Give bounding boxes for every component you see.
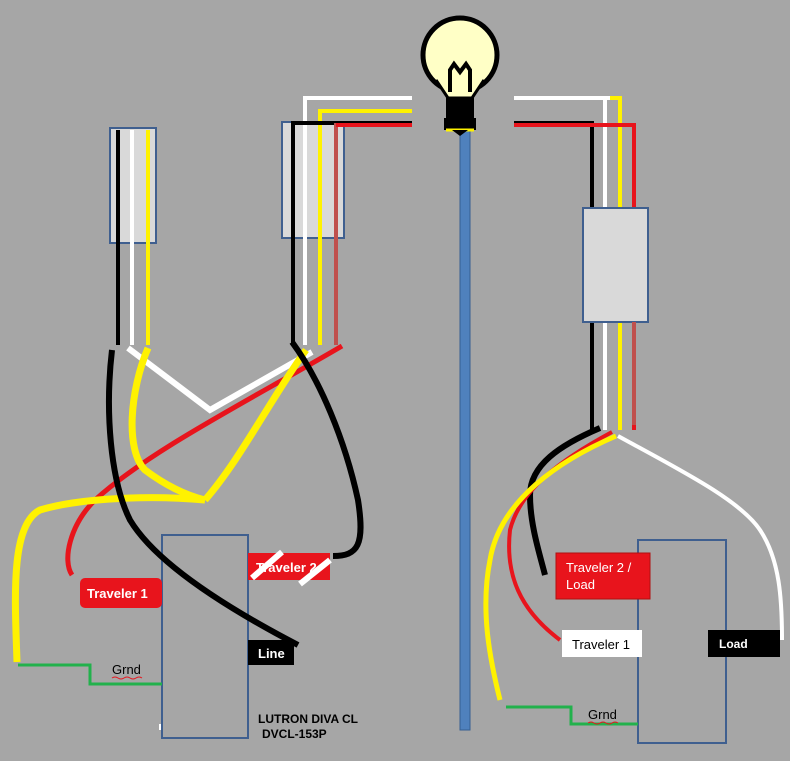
wire-white-splice (126, 345, 314, 414)
grnd-right-label: Grnd (588, 707, 617, 722)
switch-model-line1: LUTRON DIVA CL (258, 712, 358, 726)
traveler1-right-tag (562, 630, 642, 657)
stripe-1 (250, 549, 284, 581)
load-label: Load (719, 637, 748, 651)
wire-ground-right (506, 705, 638, 726)
wire-black-right-top (514, 121, 594, 430)
wire-white-to-bulb (303, 96, 412, 345)
switch-body-left (161, 534, 249, 739)
wire-yellow-to-left-edge (11, 494, 206, 663)
wire-yellow-to-bulb (318, 109, 412, 345)
grnd-left-underline (111, 676, 143, 680)
line-tag (248, 640, 294, 665)
switch-model-line2: DVCL-153P (262, 727, 327, 741)
wire-yellow-traveler-box2 (202, 347, 309, 503)
traveler2-load-label-line1: Traveler 2 / (566, 560, 632, 575)
line-label: Line (258, 646, 285, 661)
wire-ground-left (18, 663, 162, 686)
stripe-2 (298, 557, 332, 587)
traveler1-right-label: Traveler 1 (572, 637, 630, 652)
load-tag (708, 630, 780, 657)
wire-white-load-right (617, 434, 784, 641)
wire-black-line-left (106, 349, 300, 648)
cable-box-right (582, 207, 649, 323)
light-bulb-icon (420, 15, 500, 136)
center-conduit (459, 129, 471, 731)
wire-black-traveler2-left (289, 340, 364, 559)
wire-red-traveler1-left (65, 343, 344, 577)
wire-yellow-right (483, 433, 617, 701)
traveler2-load-tag (555, 552, 651, 600)
traveler2-load-label-line2: Load (566, 577, 595, 592)
grnd-left-label: Grnd (112, 662, 141, 677)
wire-yellow-from-box1 (128, 346, 206, 504)
wire-red-to-bulb (334, 123, 412, 345)
traveler1-left-label: Traveler 1 (87, 586, 148, 601)
grnd-right-underline (587, 721, 619, 725)
traveler1-left-tag (80, 578, 162, 608)
